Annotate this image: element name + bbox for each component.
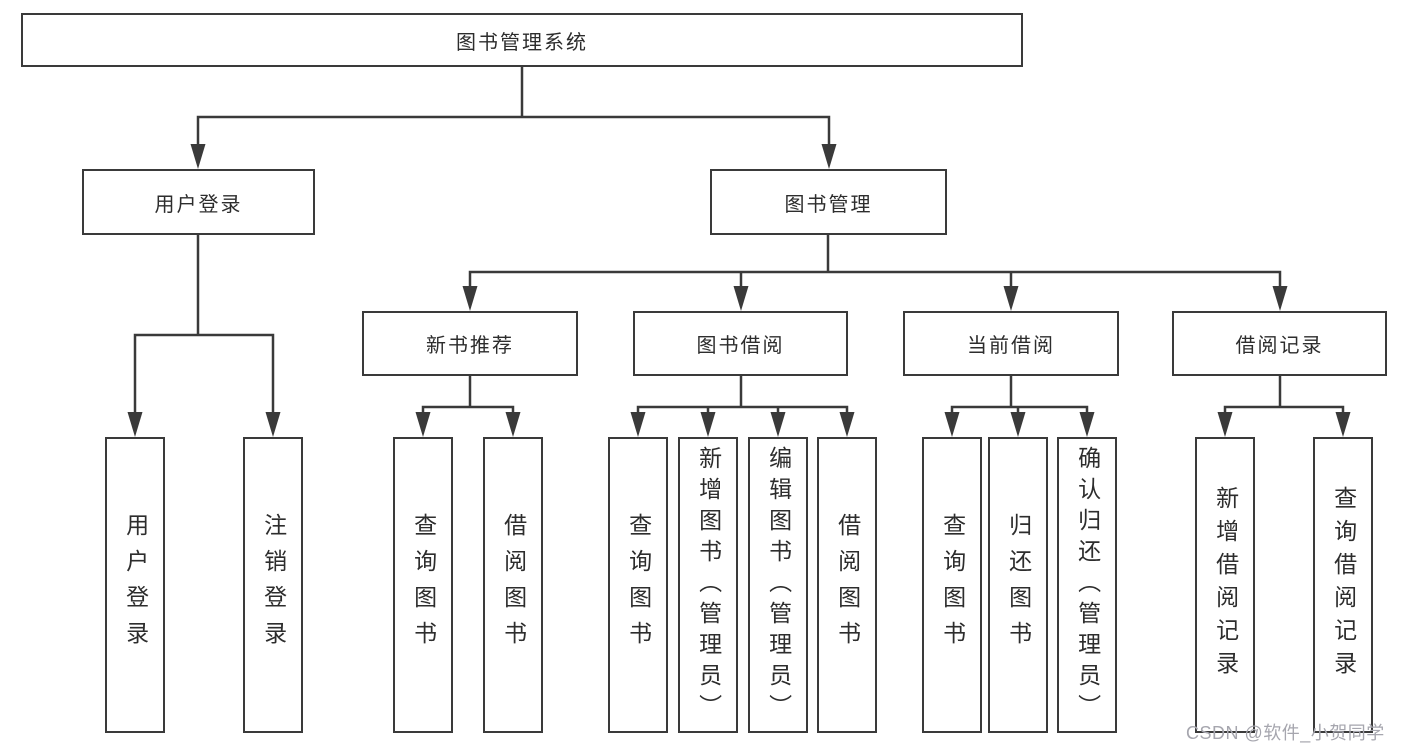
node-label: 图书管理系统 bbox=[456, 31, 588, 54]
arrowhead bbox=[1003, 286, 1019, 311]
arrowhead bbox=[127, 412, 143, 437]
node-label: 用户登录 bbox=[122, 513, 149, 657]
node-label: 借阅记录 bbox=[1235, 335, 1324, 357]
arrowhead bbox=[700, 412, 716, 437]
arrowhead bbox=[505, 412, 521, 437]
node-book-management: 图书管理 bbox=[710, 169, 947, 235]
connector-new-book-recommendation-children bbox=[415, 374, 521, 437]
node-label: 查询图书 bbox=[625, 513, 652, 657]
node-label: 图书管理 bbox=[784, 193, 873, 216]
connector-book-borrowing-children bbox=[630, 374, 855, 437]
connector-borrowing-records-children bbox=[1217, 374, 1351, 437]
arrowhead bbox=[1217, 412, 1233, 437]
node-label: 借阅图书 bbox=[834, 513, 861, 657]
node-book-borrowing: 图书借阅 bbox=[633, 311, 848, 376]
node-label: 当前借阅 bbox=[967, 335, 1055, 357]
node-label: 新书推荐 bbox=[426, 335, 514, 357]
arrowhead bbox=[770, 412, 786, 437]
node-borrowing-records: 借阅记录 bbox=[1172, 311, 1387, 376]
arrowhead bbox=[190, 144, 206, 169]
node-user-login: 用户登录 bbox=[82, 169, 315, 235]
connector-current-borrowing-children bbox=[944, 374, 1095, 437]
connector-user-login-children bbox=[127, 233, 281, 437]
node-leaf-user-login: 用户登录 bbox=[105, 437, 165, 733]
node-label: 用户登录 bbox=[154, 193, 243, 216]
node-leaf-borrow-books-recommend: 借阅图书 bbox=[483, 437, 543, 733]
arrowhead bbox=[265, 412, 281, 437]
node-leaf-add-borrow-record: 新增借阅记录 bbox=[1195, 437, 1255, 733]
arrowhead bbox=[821, 144, 837, 169]
node-library-system-root: 图书管理系统 bbox=[21, 13, 1023, 67]
node-leaf-query-books-recommend: 查询图书 bbox=[393, 437, 453, 733]
node-leaf-query-borrow-record: 查询借阅记录 bbox=[1313, 437, 1373, 733]
node-leaf-query-books-current: 查询图书 bbox=[922, 437, 982, 733]
node-leaf-confirm-return-admin: 确认归还（管理员） bbox=[1057, 437, 1117, 733]
node-new-book-recommendation: 新书推荐 bbox=[362, 311, 578, 376]
node-label: 新增借阅记录 bbox=[1212, 486, 1239, 684]
node-label: 新增图书（管理员） bbox=[695, 445, 722, 725]
arrowhead bbox=[462, 286, 478, 311]
node-label: 查询图书 bbox=[410, 513, 437, 657]
node-label: 借阅图书 bbox=[500, 513, 527, 657]
node-leaf-return-books: 归还图书 bbox=[988, 437, 1048, 733]
arrowhead bbox=[733, 286, 749, 311]
node-label: 归还图书 bbox=[1005, 513, 1032, 657]
arrowhead bbox=[1010, 412, 1026, 437]
connector-book-management-children bbox=[462, 233, 1288, 311]
arrowhead bbox=[630, 412, 646, 437]
node-leaf-logout: 注销登录 bbox=[243, 437, 303, 733]
arrowhead bbox=[944, 412, 960, 437]
node-leaf-borrow-books-borrowing: 借阅图书 bbox=[817, 437, 877, 733]
node-leaf-add-book-admin: 新增图书（管理员） bbox=[678, 437, 738, 733]
node-label: 图书借阅 bbox=[696, 335, 785, 357]
connector-root-to-level2 bbox=[190, 65, 837, 169]
arrowhead bbox=[415, 412, 431, 437]
node-label: 查询借阅记录 bbox=[1330, 486, 1357, 684]
arrowhead bbox=[1079, 412, 1095, 437]
node-label: 注销登录 bbox=[260, 513, 287, 657]
node-current-borrowing: 当前借阅 bbox=[903, 311, 1119, 376]
arrowhead bbox=[1272, 286, 1288, 311]
arrowhead bbox=[1335, 412, 1351, 437]
node-label: 编辑图书（管理员） bbox=[765, 445, 792, 725]
node-label: 查询图书 bbox=[939, 513, 966, 657]
csdn-watermark: CSDN @软件_小贺同学 bbox=[1186, 723, 1385, 743]
arrowhead bbox=[839, 412, 855, 437]
node-leaf-query-books-borrowing: 查询图书 bbox=[608, 437, 668, 733]
node-label: 确认归还（管理员） bbox=[1074, 445, 1101, 725]
node-leaf-edit-book-admin: 编辑图书（管理员） bbox=[748, 437, 808, 733]
